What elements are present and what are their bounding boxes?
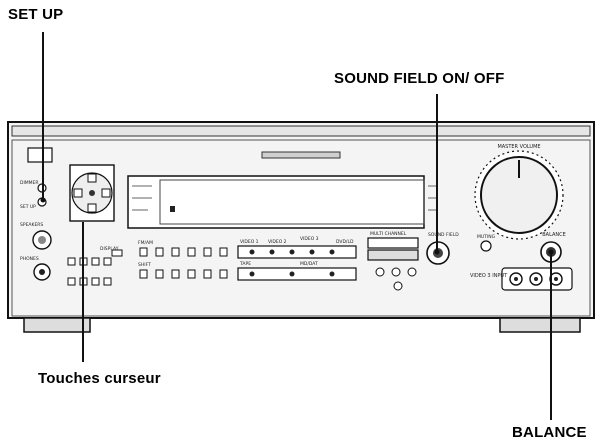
sound-field-controls[interactable] bbox=[367, 237, 419, 291]
callout-lines bbox=[40, 32, 554, 420]
master-volume-knob[interactable] bbox=[474, 150, 564, 240]
display-window bbox=[127, 175, 438, 229]
display-panel-label: DISPLAY bbox=[100, 246, 119, 252]
muting-label: MUTING bbox=[477, 234, 496, 240]
multi-channel-label: MULTI CHANNEL bbox=[370, 231, 407, 237]
dimmer-label: DIMMER bbox=[20, 180, 39, 186]
function-5-label: TAPE bbox=[239, 261, 251, 267]
video3-input-label: VIDEO 3 INPUT bbox=[470, 273, 508, 279]
fm-am-label: FM/AM bbox=[138, 240, 153, 246]
function-2-label: VIDEO 2 bbox=[268, 239, 287, 245]
speakers-label: SPEAKERS bbox=[20, 222, 43, 228]
power-indicator-window bbox=[27, 147, 53, 163]
muting-button[interactable] bbox=[480, 240, 492, 252]
cursor-keys-callout: Touches curseur bbox=[38, 370, 161, 387]
master-volume-label: MASTER VOLUME bbox=[497, 144, 540, 150]
function-4-label: DVD/LD bbox=[336, 239, 354, 245]
balance-callout: BALANCE bbox=[512, 424, 587, 441]
function-6-label: MD/DAT bbox=[300, 261, 318, 267]
balance-panel-label: BALANCE bbox=[542, 232, 566, 238]
sound-field-callout: SOUND FIELD ON/ OFF bbox=[334, 70, 505, 87]
function-3-label: VIDEO 3 bbox=[300, 236, 319, 242]
set-up-panel-label: SET UP bbox=[20, 204, 36, 210]
video3-input-jacks[interactable] bbox=[501, 267, 573, 291]
top-slot bbox=[261, 151, 341, 159]
phones-label: PHONES bbox=[20, 256, 39, 262]
function-selector[interactable] bbox=[237, 245, 357, 281]
cursor-keys[interactable] bbox=[69, 164, 115, 222]
function-1-label: VIDEO 1 bbox=[240, 239, 259, 245]
set-up-callout: SET UP bbox=[8, 6, 64, 23]
shift-label: SHIFT bbox=[138, 262, 151, 268]
preset-buttons[interactable] bbox=[139, 247, 228, 279]
speakers-knob-center bbox=[38, 236, 46, 244]
sound-field-panel-label: SOUND FIELD bbox=[428, 232, 459, 238]
phones-jack-hole bbox=[39, 269, 45, 275]
